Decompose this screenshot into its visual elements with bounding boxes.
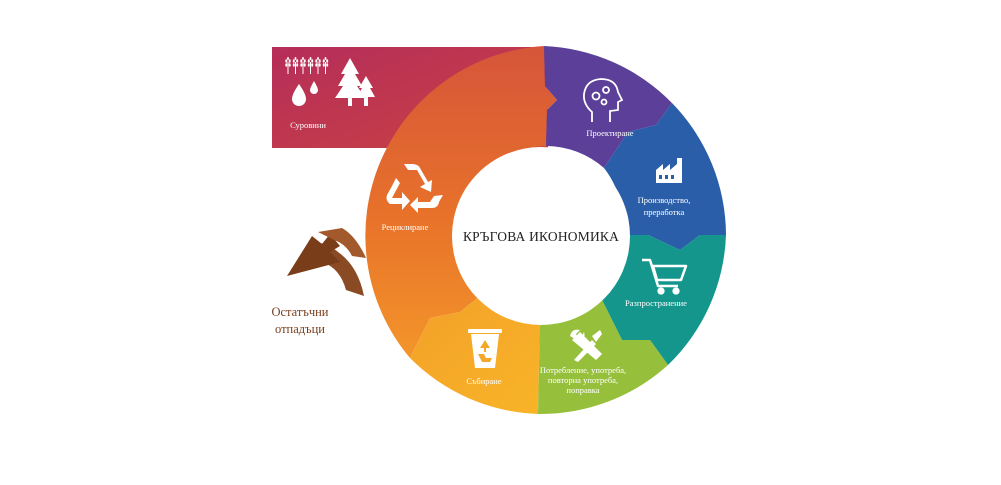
center-title: КРЪГОВА ИКОНОМИКА: [463, 229, 619, 244]
residual-waste-label-line2: отпадъци: [275, 322, 325, 336]
collection-label: Събиране: [466, 376, 502, 386]
wheat-icon: [285, 56, 329, 75]
wrench-screwdriver-icon: [570, 329, 602, 362]
recycle-bin-icon: [468, 329, 502, 368]
head-gears-icon: [583, 78, 624, 122]
design-label: Проектиране: [586, 128, 633, 138]
segment-distribution: [598, 235, 726, 365]
raw-materials-label: Суровини: [290, 120, 326, 130]
segment-consumption: [538, 292, 668, 415]
recycling-label: Рециклиране: [382, 222, 429, 232]
shopping-cart-icon: [642, 258, 688, 295]
recycle-icon: [386, 164, 443, 213]
distribution-label: Разпространение: [625, 298, 687, 308]
factory-icon: [656, 158, 682, 183]
production-label-line1: Производство,: [638, 195, 691, 205]
segment-design: [544, 46, 672, 168]
residual-waste-arrow: [287, 228, 366, 296]
water-drops-icon: [292, 81, 318, 106]
residual-waste-label-line1: Остатъчни: [271, 305, 328, 319]
consumption-label-line1: Потребление, употреба,: [540, 365, 626, 375]
production-label-line2: преработка: [644, 207, 685, 217]
consumption-label-line3: поправка: [566, 385, 599, 395]
pine-trees-icon: [335, 58, 375, 106]
consumption-label-line2: повторна употреба,: [548, 375, 618, 385]
center-circle: [452, 147, 630, 325]
